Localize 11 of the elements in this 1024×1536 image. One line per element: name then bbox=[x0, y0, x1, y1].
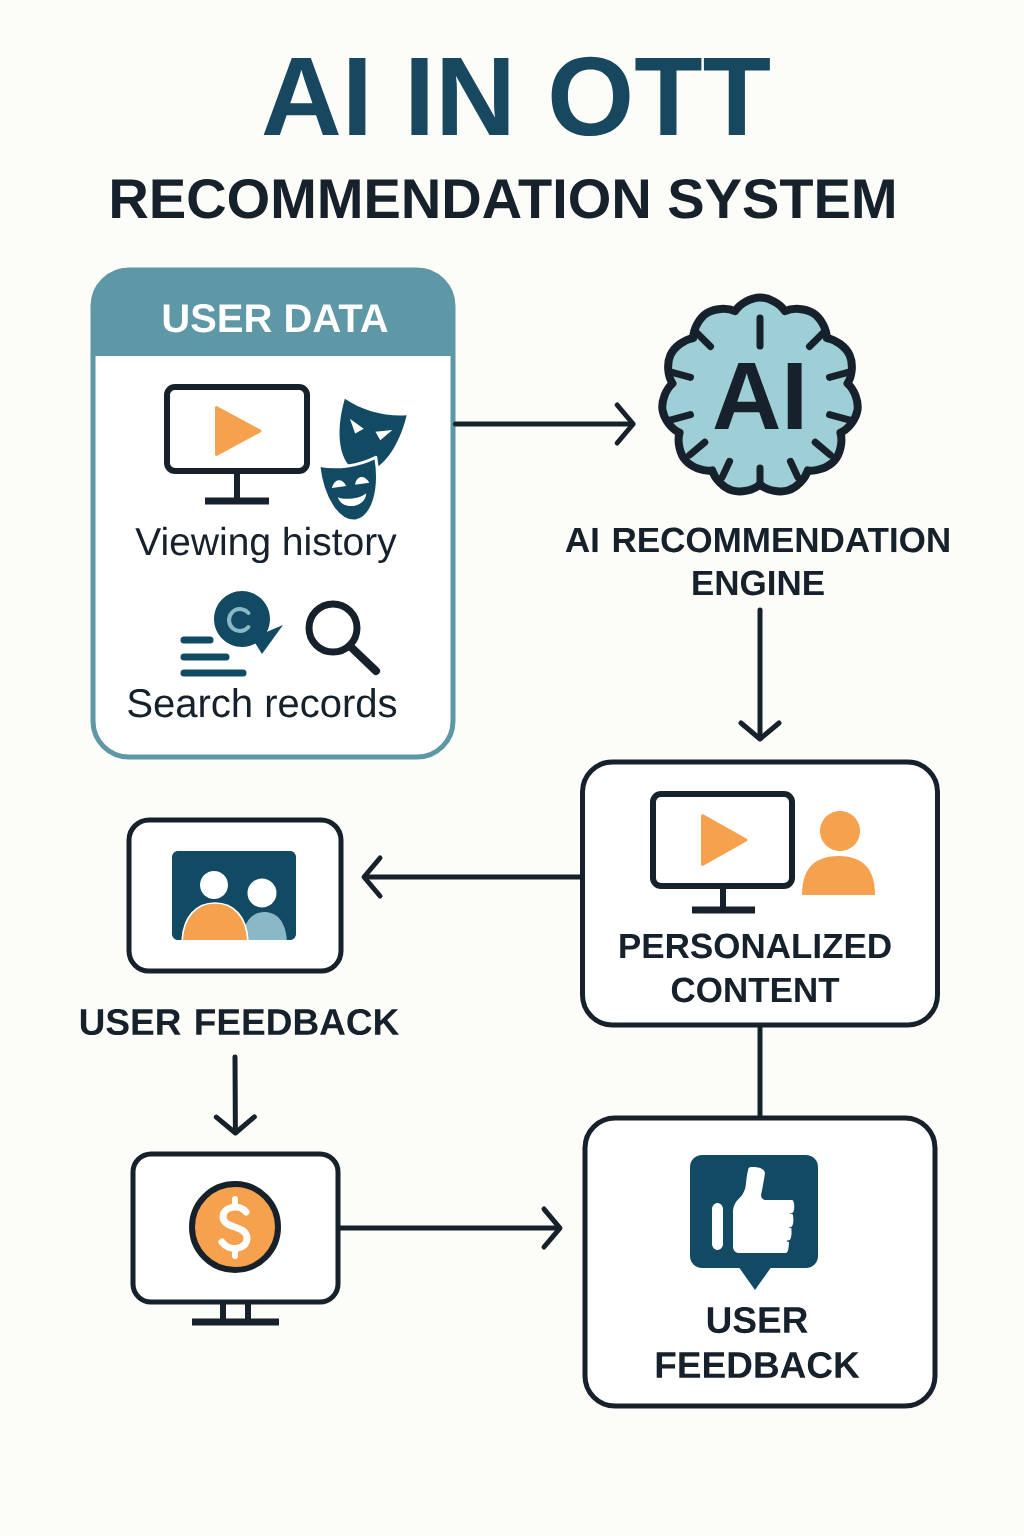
arrow bbox=[361, 855, 583, 899]
item-label: Search records bbox=[128, 688, 397, 718]
arrow bbox=[738, 607, 782, 742]
title: AI IN OTT bbox=[263, 56, 770, 137]
connector-line bbox=[757, 1025, 763, 1118]
arrow bbox=[338, 1206, 563, 1250]
node-label: AI RECOMMENDATION ENGINE bbox=[565, 527, 949, 596]
node-label: USER FEEDBACK bbox=[80, 1008, 399, 1036]
subtitle: RECOMMENDATION SYSTEM bbox=[112, 178, 894, 219]
item-label: Viewing history bbox=[135, 526, 397, 564]
arrow bbox=[453, 402, 636, 446]
